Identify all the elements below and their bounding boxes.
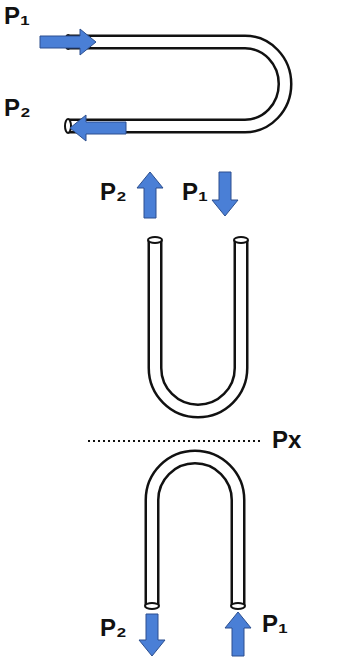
middle-u-tube	[148, 237, 248, 411]
reference-line	[88, 440, 262, 442]
bottom-u-tube	[145, 457, 245, 609]
flow-arrows	[40, 29, 251, 656]
pressure-label: P₁	[182, 180, 208, 204]
pressure-label: P₂	[100, 616, 127, 640]
top-u-tube	[65, 35, 285, 133]
pressure-label: P₂	[4, 96, 31, 120]
pressure-label: P₁	[262, 612, 288, 636]
reference-label: Px	[272, 428, 301, 452]
pressure-label: P₂	[100, 180, 127, 204]
pressure-label: P₁	[4, 4, 30, 28]
